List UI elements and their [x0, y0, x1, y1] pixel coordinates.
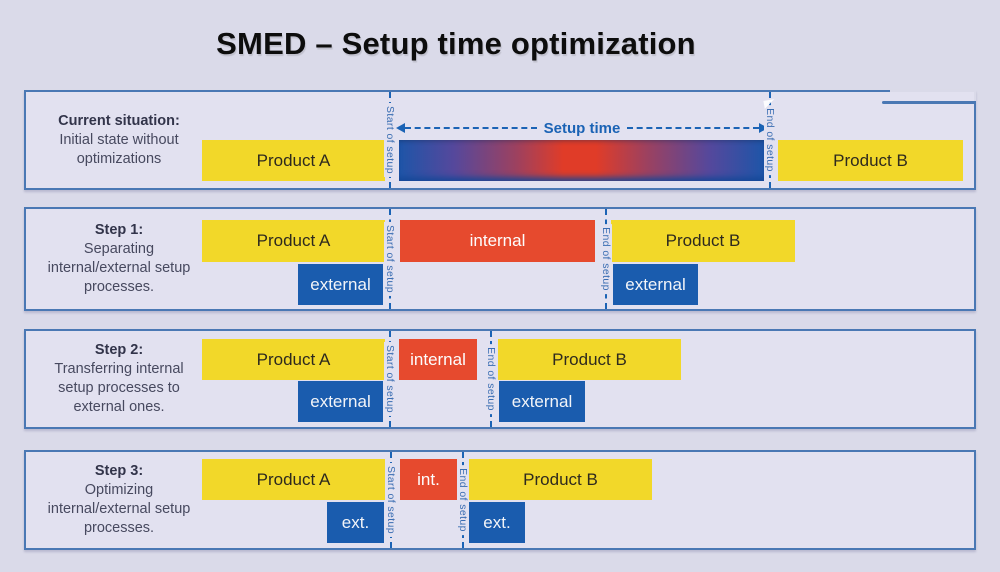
- start-of-setup-label: Start of setup: [384, 341, 396, 417]
- panel-current-situation: Current situation: Initial state without…: [24, 90, 976, 190]
- start-of-setup-marker: Start of setup: [384, 452, 398, 548]
- start-of-setup-label: Start of setup: [384, 221, 396, 297]
- internal-bar: internal: [399, 339, 477, 380]
- external-bar-left: ext.: [327, 502, 384, 543]
- panel-label: Step 1: Separating internal/external set…: [28, 209, 210, 309]
- start-of-setup-label: Start of setup: [385, 462, 397, 538]
- page-title: SMED – Setup time optimization: [216, 26, 696, 61]
- product-b-bar: Product B: [469, 459, 652, 500]
- product-b-bar: Product B: [778, 140, 963, 181]
- panel-step-3: Step 3: Optimizing internal/external set…: [24, 450, 976, 550]
- start-of-setup-label: Start of setup: [384, 102, 396, 178]
- setup-gradient-bar: [399, 140, 764, 181]
- external-bar-right: external: [499, 381, 585, 422]
- start-of-setup-marker: Start of setup: [383, 92, 397, 188]
- panel-label: Current situation: Initial state without…: [28, 92, 210, 188]
- end-of-setup-marker: End of setup: [599, 209, 613, 309]
- panel-label-line: setup processes to: [58, 380, 180, 396]
- end-of-setup-marker: End of setup: [484, 331, 498, 427]
- panel-label-line: optimizations: [76, 150, 162, 167]
- end-of-setup-label: End of setup: [764, 105, 776, 175]
- panel-label-line: processes.: [83, 520, 155, 536]
- end-of-setup-label: End of setup: [485, 344, 497, 414]
- product-a-bar: Product A: [202, 220, 385, 262]
- panel-label-line: Separating: [83, 241, 155, 257]
- panel-label-line: internal/external setup: [47, 260, 191, 276]
- panel-label-line: Transferring internal: [54, 361, 184, 377]
- panel-step-1: Step 1: Separating internal/external set…: [24, 207, 976, 311]
- end-of-setup-label: End of setup: [457, 465, 469, 535]
- start-of-setup-marker: Start of setup: [383, 209, 397, 309]
- product-a-bar: Product A: [202, 339, 385, 380]
- product-b-bar: Product B: [611, 220, 795, 262]
- end-of-setup-marker: End of setup: [456, 452, 470, 548]
- border-artifact: [882, 101, 976, 104]
- border-artifact: [890, 90, 976, 92]
- panel-label-line: internal/external setup: [47, 501, 191, 517]
- internal-bar: int.: [400, 459, 457, 500]
- panel-label-heading: Step 1:: [94, 222, 144, 238]
- arrowhead-right-icon: [759, 123, 768, 133]
- setup-time-dashed-line: [405, 127, 537, 129]
- external-bar-right: external: [613, 264, 698, 305]
- end-of-setup-label: End of setup: [600, 224, 612, 294]
- start-of-setup-marker: Start of setup: [383, 331, 397, 427]
- panel-label: Step 3: Optimizing internal/external set…: [28, 452, 210, 548]
- panel-label-heading: Step 2:: [94, 342, 144, 358]
- panel-step-2: Step 2: Transferring internal setup proc…: [24, 329, 976, 429]
- panel-label: Step 2: Transferring internal setup proc…: [28, 331, 210, 427]
- arrowhead-left-icon: [396, 123, 405, 133]
- border-artifact: [974, 90, 976, 103]
- setup-time-label: Setup time: [543, 119, 621, 137]
- panel-label-line: Optimizing: [84, 482, 154, 498]
- external-bar-left: external: [298, 264, 383, 305]
- product-a-bar: Product A: [202, 459, 385, 500]
- external-bar-left: external: [298, 381, 383, 422]
- product-b-bar: Product B: [498, 339, 681, 380]
- product-a-bar: Product A: [202, 140, 385, 181]
- internal-bar: internal: [400, 220, 595, 262]
- panel-label-line: external ones.: [73, 399, 165, 415]
- setup-time-arrow: Setup time: [396, 119, 768, 137]
- setup-time-dashed-line: [627, 127, 759, 129]
- panel-label-heading: Step 3:: [94, 463, 144, 479]
- external-bar-right: ext.: [469, 502, 525, 543]
- panel-label-line: processes.: [83, 279, 155, 295]
- panel-label-line: Initial state without: [59, 131, 179, 148]
- panel-label-heading: Current situation:: [58, 112, 180, 129]
- end-of-setup-marker: End of setup: [763, 92, 777, 188]
